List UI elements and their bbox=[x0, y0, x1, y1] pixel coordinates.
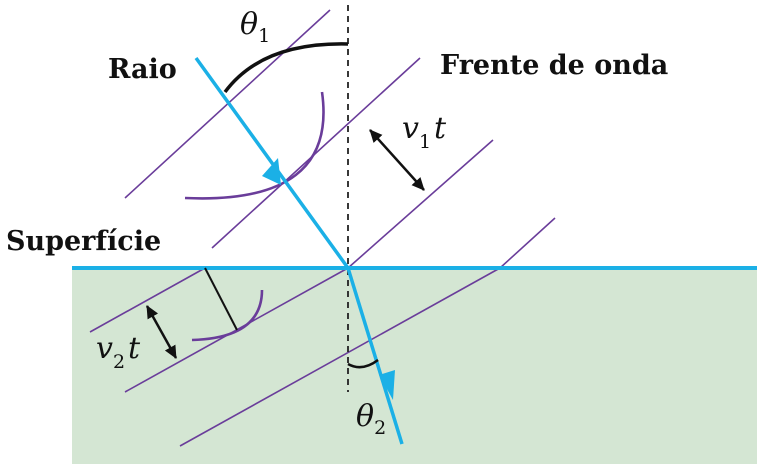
theta1-arc bbox=[223, 42, 349, 94]
v1t-sub: 1 bbox=[419, 131, 431, 153]
ray-label: Raio bbox=[108, 54, 177, 85]
wavelet-arc-lower bbox=[191, 289, 264, 342]
medium-2-region bbox=[72, 268, 757, 464]
refracted-ray-arrowhead bbox=[379, 370, 395, 400]
refracted-ray bbox=[346, 267, 404, 445]
wavefront-spacing-line bbox=[204, 267, 238, 331]
theta1-symbol: θ1 bbox=[240, 7, 270, 47]
v2t-sub: 2 bbox=[113, 351, 125, 373]
incident-wavefronts bbox=[124, 9, 556, 269]
v2t-t: t bbox=[128, 331, 141, 366]
theta1-sub: 1 bbox=[258, 25, 270, 47]
theta2-base: θ bbox=[356, 399, 374, 434]
theta2-arc bbox=[347, 358, 379, 369]
wavefront-line bbox=[179, 267, 501, 447]
v2t-arrow bbox=[145, 305, 178, 359]
v1t-arrow bbox=[369, 129, 425, 191]
theta1-base: θ bbox=[240, 7, 258, 42]
wavefront-line bbox=[499, 217, 556, 269]
wavelet-arc-upper bbox=[184, 91, 325, 200]
theta2-sub: 2 bbox=[374, 417, 386, 439]
wavefront-label: Frente de onda bbox=[440, 50, 668, 81]
v2t-v: v bbox=[96, 331, 113, 366]
incident-ray bbox=[194, 56, 350, 270]
v1t-t: t bbox=[434, 111, 447, 146]
theta2-symbol: θ2 bbox=[356, 399, 386, 439]
v1t-v: v bbox=[402, 111, 419, 146]
wavefront-line bbox=[211, 57, 421, 249]
wavefront-line bbox=[347, 139, 494, 269]
surface-label: Superfície bbox=[6, 226, 161, 257]
wavefront-line bbox=[89, 267, 206, 333]
wavelet-arcs bbox=[184, 91, 325, 342]
incident-ray-arrowhead bbox=[262, 158, 281, 185]
